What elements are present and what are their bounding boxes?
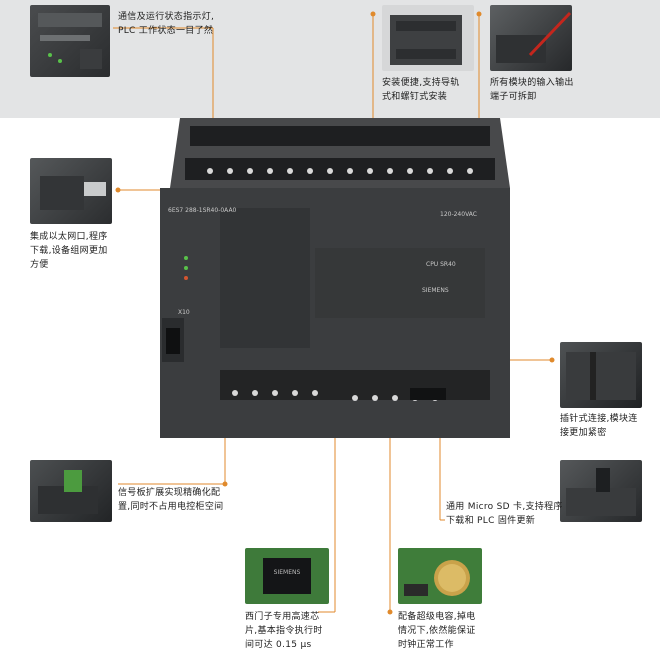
caption-led: 通信及运行状态指示灯,PLC 工作状态一目了然 xyxy=(118,12,215,36)
caption-terminal: 所有模块的输入输出端子可拆卸 xyxy=(490,78,574,102)
caption-mount: 安装便捷,支持导轨式和螺钉式安装 xyxy=(382,78,460,102)
voltage-label: 120-240VAC xyxy=(440,211,477,218)
terminal-photo xyxy=(490,5,572,71)
order-number-label: 6ES7 288-1SR40-0AA0 xyxy=(168,207,237,214)
ethernet-photo xyxy=(30,158,112,224)
pin-photo xyxy=(560,342,642,408)
caption-ethernet: 集成以太网口,程序下载,设备组网更加方便 xyxy=(30,232,108,270)
caption-sd-card: 通用 Micro SD 卡,支持程序下载和 PLC 固件更新 xyxy=(446,502,563,526)
caption-signal-board: 信号板扩展实现精确化配置,同时不占用电控柜空间 xyxy=(118,488,224,512)
chip-photo: SIEMENS xyxy=(245,548,329,604)
sd-card-photo xyxy=(560,460,642,522)
caption-chip: 西门子专用高速芯片,基本指令执行时间可达 0.15 μs xyxy=(245,612,323,650)
signal-board-photo xyxy=(30,460,112,522)
led-photo xyxy=(30,5,110,77)
brand-label: SIEMENS xyxy=(422,287,449,294)
capacitor-photo xyxy=(398,548,482,604)
port-label: X10 xyxy=(178,309,190,316)
plc-device: 6ES7 288-1SR40-0AA0 CPU SR40 120-240VAC … xyxy=(160,118,510,438)
chip-brand-label: SIEMENS xyxy=(274,569,301,576)
mount-photo xyxy=(382,5,474,71)
model-label: CPU SR40 xyxy=(426,261,456,268)
caption-capacitor: 配备超级电容,掉电情况下,依然能保证时钟正常工作 xyxy=(398,612,476,650)
caption-pin: 插针式连接,模块连接更加紧密 xyxy=(560,414,638,438)
